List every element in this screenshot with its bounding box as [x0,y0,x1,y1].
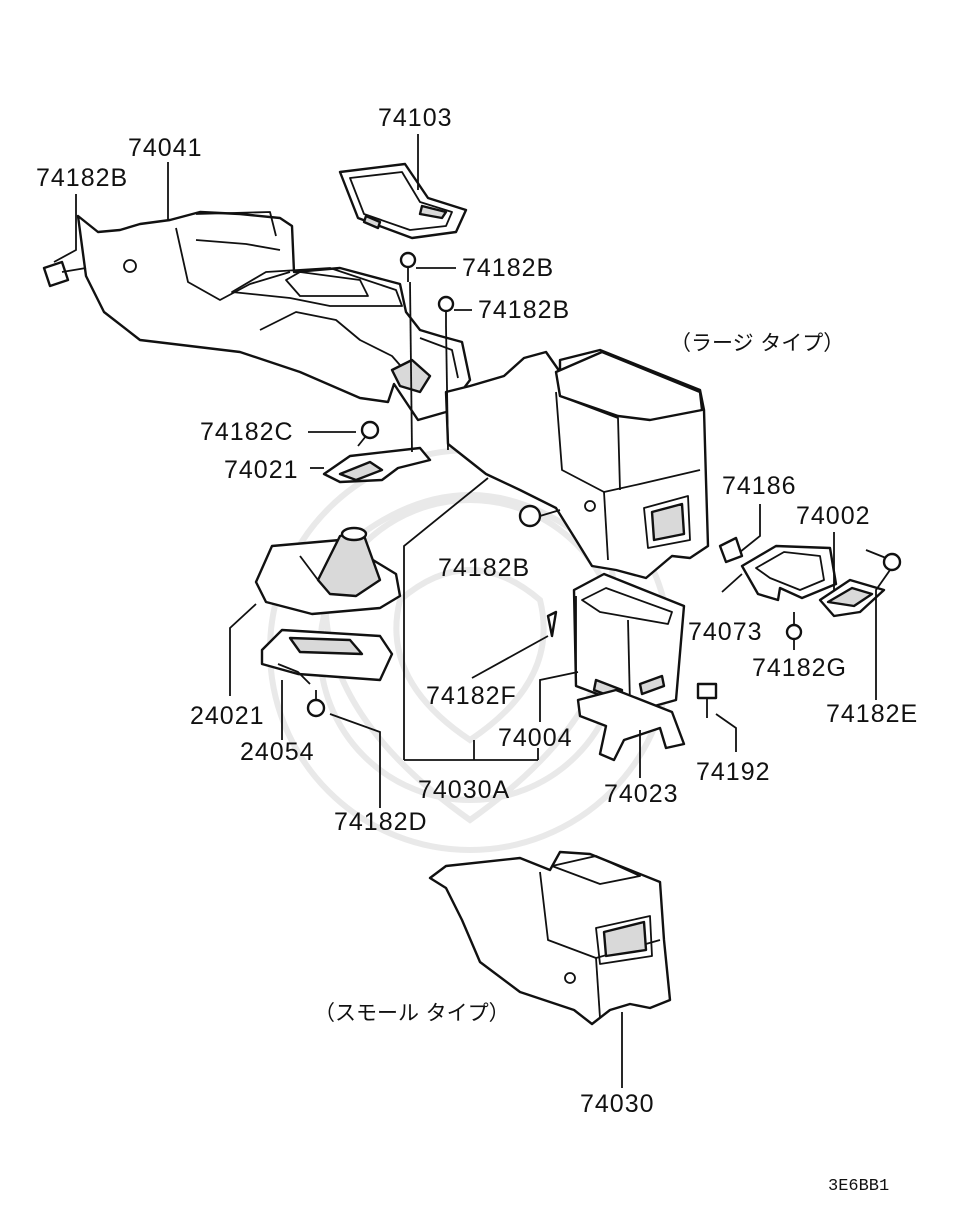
label-74182F: 74182F [426,682,517,710]
part-74030-small-console [428,850,672,1026]
part-74186-clip [718,536,744,564]
label-74021: 74021 [224,456,299,484]
label-24021: 24021 [190,702,265,730]
label-74103: 74103 [378,104,453,132]
screw-74182B-upper [399,251,417,282]
screw-74182D [306,690,326,718]
leader-lines [53,134,891,1088]
screw-74182G [785,612,803,641]
label-74182B-lower: 74182B [438,554,530,582]
part-74021-bracket [322,446,432,484]
part-24021-shift-boot [254,526,402,616]
label-74073: 74073 [688,618,763,646]
diagram-code: 3E6BB1 [828,1177,889,1196]
label-74030: 74030 [580,1090,655,1118]
label-74030A: 74030A [418,776,510,804]
part-74030A-large-console [444,348,710,580]
label-74182D: 74182D [334,808,428,836]
screw-74182E [865,549,902,572]
label-74182B-left: 74182B [36,164,128,192]
note-small-type: （スモール タイプ） [314,1001,510,1025]
part-74023-bracket [576,688,686,762]
label-74004: 74004 [498,724,573,752]
screw-74182B-left [42,260,87,288]
screw-74182B-mid [437,295,455,326]
part-labels: 74103 74041 74182B 74182B 74182B （ラージ タイ… [36,104,918,1196]
label-74182G: 74182G [752,654,847,682]
part-74041-front-console [76,210,472,422]
part-74004-box [572,572,686,712]
screw-74182B-lower [518,504,561,528]
part-74103-tray [338,162,468,240]
part-74002-switch [818,578,886,618]
label-74023: 74023 [604,780,679,808]
label-74041: 74041 [128,134,203,162]
label-74186: 74186 [722,472,797,500]
label-74182B-mid: 74182B [478,296,570,324]
part-74073-bezel [740,544,838,602]
screw-74182C [357,420,380,447]
label-74002: 74002 [796,502,871,530]
label-74182E: 74182E [826,700,918,728]
label-24054: 24054 [240,738,315,766]
screw-74182F [546,610,558,638]
label-74182C: 74182C [200,418,294,446]
bolt-74192 [696,682,718,718]
part-24054-plate [260,628,394,685]
label-74192: 74192 [696,758,771,786]
note-large-type: （ラージ タイプ） [670,331,844,355]
label-74182B-upper: 74182B [462,254,554,282]
